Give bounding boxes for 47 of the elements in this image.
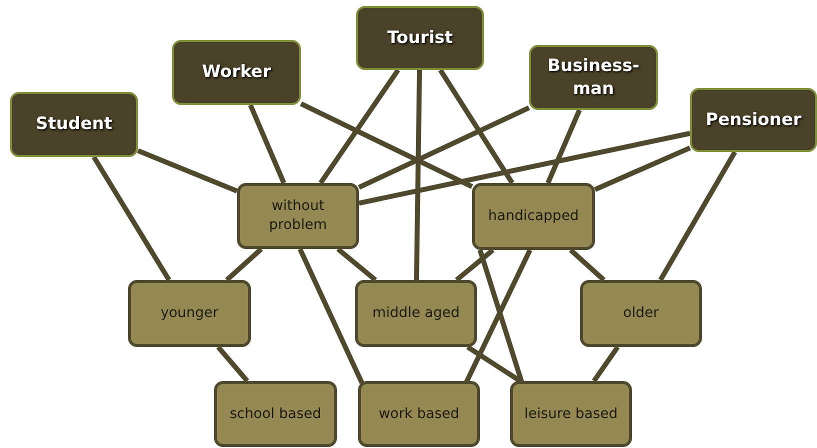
connector-line: [568, 248, 606, 282]
connector-line: [358, 105, 530, 190]
connector-line: [300, 102, 474, 189]
connector-line: [592, 346, 620, 382]
category-box: [529, 45, 658, 110]
attribute-box: [214, 381, 337, 447]
attribute-box: [358, 381, 480, 447]
connector-line: [298, 248, 364, 384]
connector-line: [92, 156, 172, 282]
category-box: [356, 6, 484, 70]
attribute-box: [510, 381, 632, 447]
connector-line: [546, 109, 582, 184]
connector-line: [358, 130, 691, 206]
box-label: younger: [160, 304, 220, 323]
attribute-box: [580, 280, 702, 347]
connector-line: [478, 249, 524, 384]
connector-line: [658, 150, 738, 282]
box-label: leisure based: [523, 404, 619, 424]
connector-line: [466, 344, 522, 384]
box-label: without problem: [268, 197, 328, 235]
box-label: Student: [34, 113, 114, 136]
box-label: middle aged: [371, 304, 461, 323]
box-label: Pensioner: [704, 108, 802, 132]
box-label: school based: [228, 404, 322, 424]
attribute-box: [128, 280, 251, 347]
connector-line: [594, 146, 691, 192]
attribute-box: [237, 183, 359, 249]
box-label: older: [622, 304, 660, 323]
connector-line: [318, 68, 400, 184]
box-label: handicapped: [487, 207, 580, 226]
box-label: Business- man: [546, 54, 640, 100]
category-box: [690, 88, 817, 152]
connector-line: [336, 247, 378, 282]
box-label: Tourist: [386, 26, 454, 50]
connector-line: [438, 68, 514, 184]
box-label: work based: [378, 404, 460, 424]
attribute-box: [472, 183, 595, 250]
category-box: [10, 92, 138, 157]
connector-line: [225, 247, 263, 282]
connector-line: [248, 104, 286, 184]
connector-line: [216, 345, 250, 383]
category-box: [172, 40, 301, 105]
attribute-box: [355, 280, 477, 347]
connector-line: [414, 70, 422, 280]
connector-line: [137, 148, 238, 194]
connector-line: [455, 248, 495, 282]
box-label: Worker: [201, 61, 272, 84]
